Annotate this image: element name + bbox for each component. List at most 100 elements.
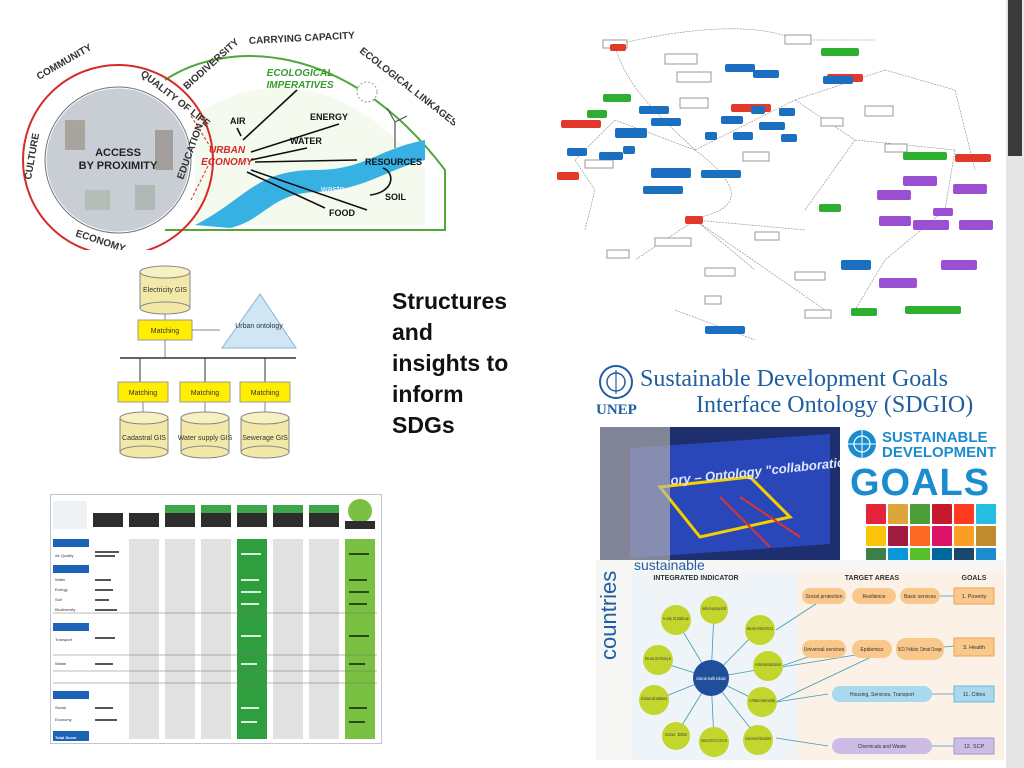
target-label: Chemicals and Waste [858,744,907,750]
goal-label: 1. Poverty [962,594,987,600]
header-integrated: INTEGRATED INDICATOR [653,575,738,582]
target-label: Epidemics [860,647,884,653]
table-row-label: Water [55,577,66,582]
concept-node-environmental-damage [561,120,601,128]
sdg-logo-line1: SUSTAINABLE [882,429,988,446]
target-label: Universal services [804,647,845,653]
node-food: FOOD [329,208,355,218]
table-header-icons [53,499,375,529]
circle-label: Look water, Street rated Air Pollution r… [745,736,771,741]
cadastral-gis: Cadastral GIS [119,411,169,459]
urban-label-1: URBAN [209,145,246,156]
sewerage-gis: Sewerage GIS [240,411,290,459]
imperatives-label-2: IMPERATIVES [266,80,333,91]
concept-node-fixing [610,44,626,51]
sdg-goal-tile [932,504,952,524]
scrollbar-thumb[interactable] [1008,0,1022,156]
circle-label: % comp. O3 140ΩS own [663,616,689,621]
word-countries: countries [596,571,621,660]
node-waste: waste [320,184,345,194]
node-air: AIR [230,116,246,126]
blue-nodes [567,64,853,334]
matching-top-label: Matching [151,328,180,335]
sdg-tiles-grid [866,504,996,568]
header-goals: GOALS [962,575,987,582]
indicator-circles [639,596,783,757]
green-nodes [587,48,961,316]
circle-label: Share comp. O21A Pub.transp. No [645,656,671,661]
svg-text:Matching: Matching [251,390,280,397]
ring-label-biodiversity: BIODIVERSITY [182,37,242,93]
target-label: Resilience [862,594,885,600]
sdg-goal-tile [866,504,886,524]
circle-label: Emissions SO, NOx, PM, CO, CO2 rel. NH3 [701,738,727,743]
heading-line: insights to [392,350,509,376]
table-row-label: Biodiversity [55,607,75,612]
sdg-goal-tile [888,504,908,524]
sdg-goal-tile [910,526,930,546]
node-soil: SOIL [385,192,407,202]
unep-logo: UNEP [596,364,637,418]
urban-economy-diagram: ACCESS BY PROXIMITY COMMUNITY QUALITY OF… [22,30,455,250]
goal-label: 11. Cities [963,692,986,698]
svg-text:Matching: Matching [129,390,158,397]
green-column [237,539,267,739]
sdg-logo: SUSTAINABLE DEVELOPMENT GOALS [846,428,996,508]
heading-line: SDGs [392,412,455,438]
un-emblem-icon [599,365,633,399]
center-indicator-node [693,660,729,696]
urban-ontology-triangle [221,293,297,349]
un-globe-icon [848,430,876,458]
sdg-goal-tile [866,526,886,546]
word-sustainable: sustainable [634,560,705,573]
vertical-scrollbar[interactable] [1006,0,1024,768]
circle-label: Healthy life expectancy at birth [702,606,726,611]
sdg-goal-tile [910,504,930,524]
sdg-goal-tile [976,526,996,546]
electricity-gis: Electricity GIS [139,265,191,315]
purple-nodes [841,176,993,288]
target-label: NCD, Pollution, Climate Change [898,647,942,653]
center-indicator-label: Urban air health indicator [696,676,726,681]
comparison-table: Air Quality Water Energy Soil Biodiversi… [50,494,382,744]
circle-label: Mean urban Air Pollution (PM10, 2.5) [747,626,773,631]
sdg-goals-word: GOALS [850,462,991,504]
imperatives-label-1: ECOLOGICAL [267,68,334,79]
dome-outline [164,55,446,231]
heading-line: inform [392,381,464,407]
svg-text:Matching: Matching [191,390,220,397]
target-label: Housing, Services, Transport [850,692,915,698]
circle-label: Air Pollution related hospital admission… [755,662,781,667]
integrated-indicator-diagram: INTEGRATED INDICATOR TARGET AREAS GOALS … [596,560,1004,760]
target-label: Basic services [904,594,936,600]
node-energy: ENERGY [310,112,348,122]
center-label-2: BY PROXIMITY [79,160,158,172]
circle-label: Conc. DOS [665,732,687,737]
slide-heading: Structures and insights to inform SDGs [392,286,552,441]
center-label-1: ACCESS [95,147,141,159]
sdg-goal-tile [888,526,908,546]
collaboration-photo: ory – Ontology "collaboration" [600,427,840,561]
table-row-label: Social [55,705,66,710]
sdg-goal-tile [976,504,996,524]
node-water: WATER [290,136,322,146]
sdg-goal-tile [954,526,974,546]
concept-map [557,28,993,341]
table-row-label: Economy [55,717,72,722]
sdgio-title-line1: Sustainable Development Goals [640,366,948,392]
concept-node-emission [685,216,703,224]
sdg-logo-line2: DEVELOPMENT [882,444,997,461]
ring-label-community: COMMUNITY [35,42,94,83]
table-row-label: Transport [55,637,73,642]
wind-turbine-icon [386,107,408,148]
lime-column [345,539,375,739]
target-label: Social protection [806,594,843,600]
table-row-label: Waste [55,661,67,666]
sdg-goal-tile [954,504,974,524]
gis-matching-diagram: Electricity GIS Matching Urban ontology … [117,265,297,459]
svg-text:Water supply GIS: Water supply GIS [178,435,233,442]
sdg-goal-tile [932,526,952,546]
water-river [195,140,425,228]
water-supply-gis: Water supply GIS [178,411,233,459]
table-row-label: Total Score [55,735,77,740]
